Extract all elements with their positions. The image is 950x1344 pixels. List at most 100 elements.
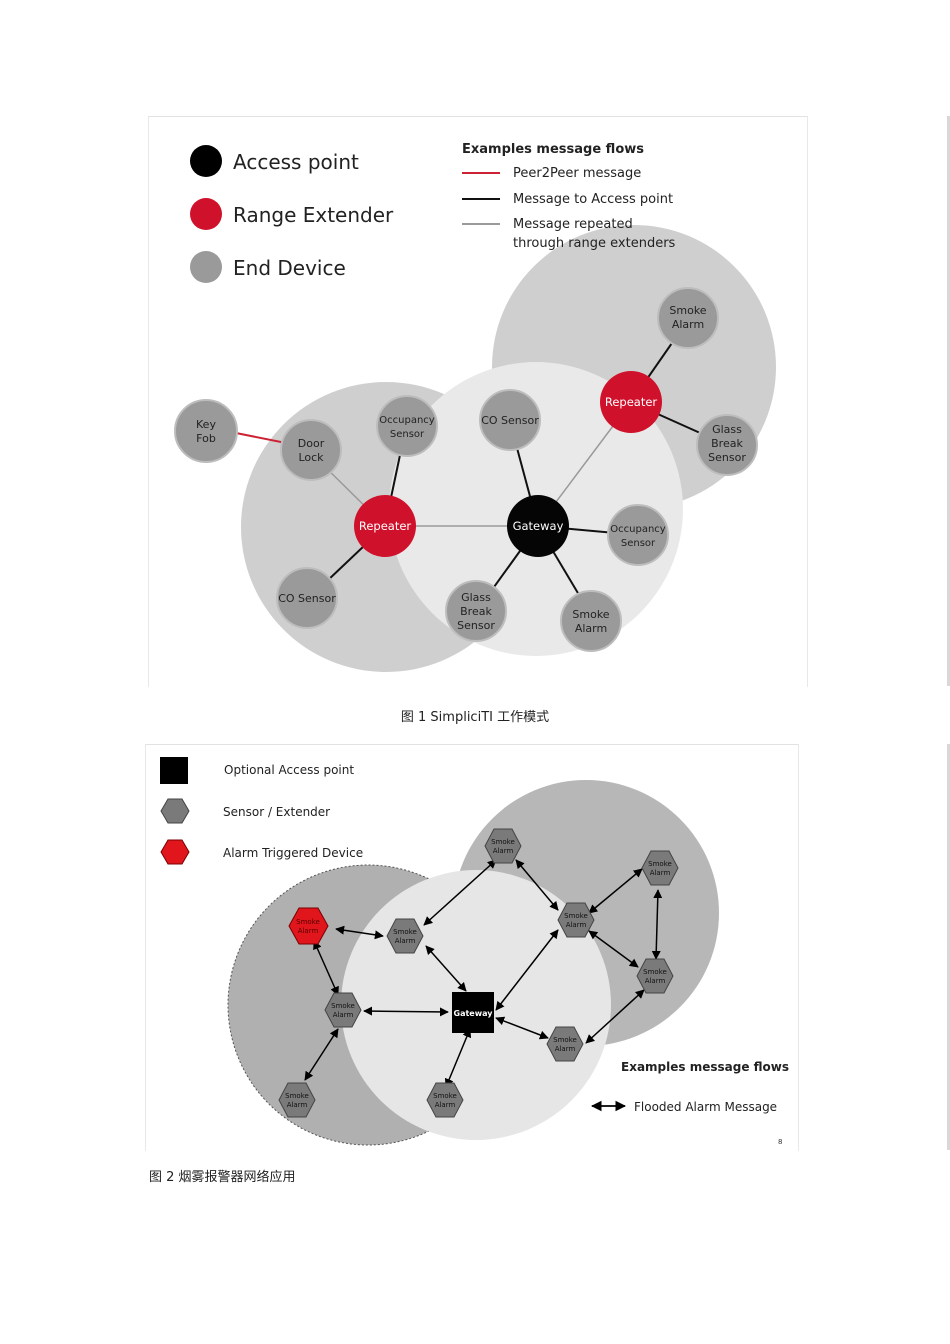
node-key-fob-label-1: Key [196, 418, 216, 431]
legend-node-types: Access point Range Extender End Device [190, 145, 394, 283]
legend-sensor-extender-label: Sensor / Extender [223, 805, 330, 819]
node-repeater-right-label: Repeater [605, 395, 658, 409]
node-occupancy-sensor-right: Occupancy Sensor [607, 504, 669, 566]
figure-2-smoke-alarm-network: Smoke Alarm Smoke Alarm Smoke Alarm Smok… [145, 744, 799, 1151]
legend-message-flows: Examples message flows Peer2Peer message… [462, 142, 676, 251]
flow-repeated-label-1: Message repeated [513, 217, 633, 232]
sensor-hex-8-label-1: Smoke [285, 1092, 309, 1100]
sensor-nodes: Smoke Alarm Smoke Alarm Smoke Alarm Smok… [278, 828, 679, 1118]
node-occupancy-right-label-1: Occupancy [610, 524, 666, 535]
figure-1-caption: 图 1 SimpliciTI 工作模式 [400, 710, 550, 725]
figure-2-caption: 图 2 烟雾报警器网络应用 [149, 1170, 296, 1185]
node-smoke-alarm-top-label-2: Alarm [672, 318, 704, 331]
node-smoke-alarm-bottom-label-2: Alarm [575, 622, 607, 635]
figure-1-simpliciti-diagram: Key Fob Door Lock Occupancy Sensor CO Se… [148, 116, 808, 687]
page-edge-shadow-1 [947, 116, 950, 686]
sensor-hex-7-label-2: Alarm [333, 1011, 354, 1019]
node-door-lock: Door Lock [280, 419, 342, 481]
sensor-hex-5-label-2: Alarm [555, 1045, 576, 1053]
sensor-hex-8-label-2: Alarm [287, 1101, 308, 1109]
legend-end-device-label: End Device [233, 256, 346, 280]
legend-access-point-label: Access point [233, 150, 359, 174]
node-repeater-right: Repeater [600, 371, 662, 433]
sensor-hex-2-label-2: Alarm [650, 869, 671, 877]
alarm-triggered-node: Smoke Alarm [288, 907, 329, 945]
flows-title: Examples message flows [462, 142, 644, 157]
node-smoke-alarm-bottom-label-1: Smoke [572, 608, 609, 621]
sensor-hex-1-label-2: Alarm [493, 847, 514, 855]
gateway-node: Gateway [452, 992, 494, 1033]
node-co-sensor-bottom-label: CO Sensor [278, 592, 336, 605]
node-glass-break-right-label-3: Sensor [708, 451, 746, 464]
node-glass-break-right-label-2: Break [711, 437, 743, 450]
legend-range-extender-label: Range Extender [233, 203, 394, 227]
node-key-fob-label-2: Fob [196, 432, 216, 445]
sensor-hex-4-label-1: Smoke [643, 968, 667, 976]
legend-alarm-triggered-label: Alarm Triggered Device [223, 846, 363, 860]
flooded-links [304, 859, 663, 1088]
sensor-hex-1: Smoke Alarm [484, 828, 522, 864]
sensor-hex-3-label-2: Alarm [566, 921, 587, 929]
legend-message-flows-2: Examples message flows Flooded Alarm Mes… [590, 1060, 789, 1146]
sensor-hex-1-label-1: Smoke [491, 838, 515, 846]
sensor-hex-9-label-2: Alarm [435, 1101, 456, 1109]
legend-optional-ap-square [160, 757, 188, 784]
node-door-lock-label-1: Door [298, 437, 325, 450]
alarm-triggered-label-1: Smoke [296, 918, 320, 926]
node-key-fob: Key Fob [174, 399, 238, 463]
legend-device-types: Optional Access point Sensor / Extender … [160, 757, 363, 865]
page-number: 8 [778, 1138, 782, 1146]
flows-title-2: Examples message flows [621, 1060, 789, 1074]
legend-alarm-hex [160, 839, 190, 865]
legend-end-device-dot [190, 251, 222, 283]
node-repeater-left: Repeater [354, 495, 416, 557]
node-occupancy-left-label-2: Sensor [390, 429, 425, 440]
page-edge-shadow-2 [947, 744, 950, 1150]
legend-sensor-hex [160, 798, 190, 824]
sensor-hex-4: Smoke Alarm [636, 958, 674, 994]
node-gateway-label: Gateway [513, 519, 564, 533]
node-repeater-left-label: Repeater [359, 519, 412, 533]
sensor-hex-6-label-1: Smoke [393, 928, 417, 936]
sensor-hex-6: Smoke Alarm [386, 918, 424, 954]
flow-to-ap-label: Message to Access point [513, 192, 673, 207]
sensor-hex-9: Smoke Alarm [426, 1082, 464, 1118]
sensor-hex-5: Smoke Alarm [546, 1026, 584, 1062]
legend-access-point-dot [190, 145, 222, 177]
node-smoke-alarm-top: Smoke Alarm [657, 287, 719, 349]
node-glass-break-right: Glass Break Sensor [696, 414, 758, 476]
legend-optional-ap-label: Optional Access point [224, 763, 354, 777]
flow-repeated-label-2: through range extenders [513, 236, 676, 251]
sensor-hex-4-label-2: Alarm [645, 977, 666, 985]
sensor-hex-5-label-1: Smoke [553, 1036, 577, 1044]
flooded-label: Flooded Alarm Message [634, 1100, 777, 1114]
node-door-lock-label-2: Lock [298, 451, 324, 464]
sensor-hex-3: Smoke Alarm [557, 902, 595, 938]
sensor-hex-8: Smoke Alarm [278, 1082, 316, 1118]
sensor-hex-9-label-1: Smoke [433, 1092, 457, 1100]
node-smoke-alarm-bottom: Smoke Alarm [560, 590, 622, 652]
node-co-sensor-top: CO Sensor [479, 389, 541, 451]
sensor-hex-2: Smoke Alarm [641, 850, 679, 886]
sensor-hex-7-label-1: Smoke [331, 1002, 355, 1010]
node-co-sensor-bottom: CO Sensor [276, 567, 338, 629]
node-glass-break-bottom: Glass Break Sensor [445, 580, 507, 642]
node-occupancy-right-label-2: Sensor [621, 538, 656, 549]
sensor-hex-6-label-2: Alarm [395, 937, 416, 945]
node-co-sensor-top-label: CO Sensor [481, 414, 539, 427]
alarm-triggered-label-2: Alarm [298, 927, 319, 935]
node-glass-break-bottom-label-1: Glass [461, 591, 491, 604]
sensor-hex-2-label-1: Smoke [648, 860, 672, 868]
node-glass-break-bottom-label-3: Sensor [457, 619, 495, 632]
gateway-label: Gateway [454, 1009, 494, 1018]
sensor-hex-3-label-1: Smoke [564, 912, 588, 920]
node-gateway: Gateway [507, 495, 569, 557]
flow-peer-label: Peer2Peer message [513, 166, 641, 181]
node-occupancy-left-label-1: Occupancy [379, 415, 435, 426]
node-glass-break-bottom-label-2: Break [460, 605, 492, 618]
node-glass-break-right-label-1: Glass [712, 423, 742, 436]
sensor-hex-7: Smoke Alarm [324, 992, 362, 1028]
node-smoke-alarm-top-label-1: Smoke [669, 304, 706, 317]
node-occupancy-sensor-left: Occupancy Sensor [376, 395, 438, 457]
legend-range-extender-dot [190, 198, 222, 230]
